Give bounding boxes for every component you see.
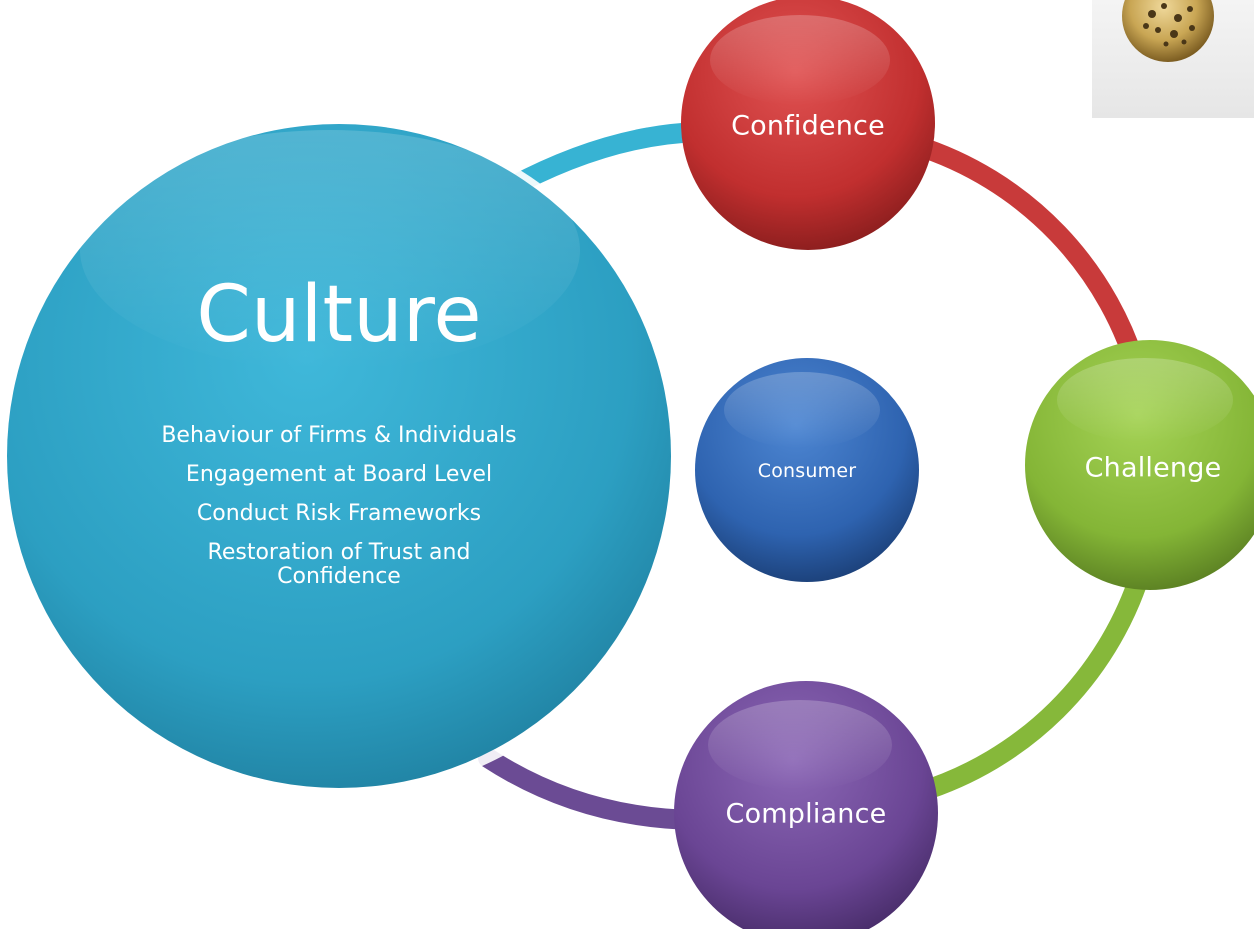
culture-point-engagement: Engagement at Board Level: [185, 462, 493, 487]
challenge-label: Challenge: [1084, 452, 1222, 484]
gold-coin-icon: [1122, 0, 1214, 62]
compliance-label: Compliance: [725, 798, 887, 830]
corner-logo: [1092, 0, 1254, 118]
ring-arc-purple: [478, 748, 705, 830]
confidence-node: [681, 0, 935, 250]
culture-title: Culture: [196, 270, 482, 360]
culture-circle: [5, 120, 681, 796]
ring-arc-green: [910, 565, 1150, 802]
ring-arc-red: [905, 135, 1150, 390]
compliance-node: [674, 681, 938, 929]
culture-point-frameworks: Conduct Risk Frameworks: [196, 501, 482, 526]
culture-point-trust: Restoration of Trust and Confidence: [207, 540, 471, 589]
culture-point-behaviour: Behaviour of Firms & Individuals: [161, 423, 517, 448]
challenge-node: [1025, 340, 1254, 590]
confidence-label: Confidence: [731, 110, 885, 142]
culture-points: Behaviour of Firms & Individuals Engagem…: [109, 424, 569, 604]
consumer-label: Consumer: [757, 460, 857, 482]
consumer-node: [695, 358, 919, 582]
